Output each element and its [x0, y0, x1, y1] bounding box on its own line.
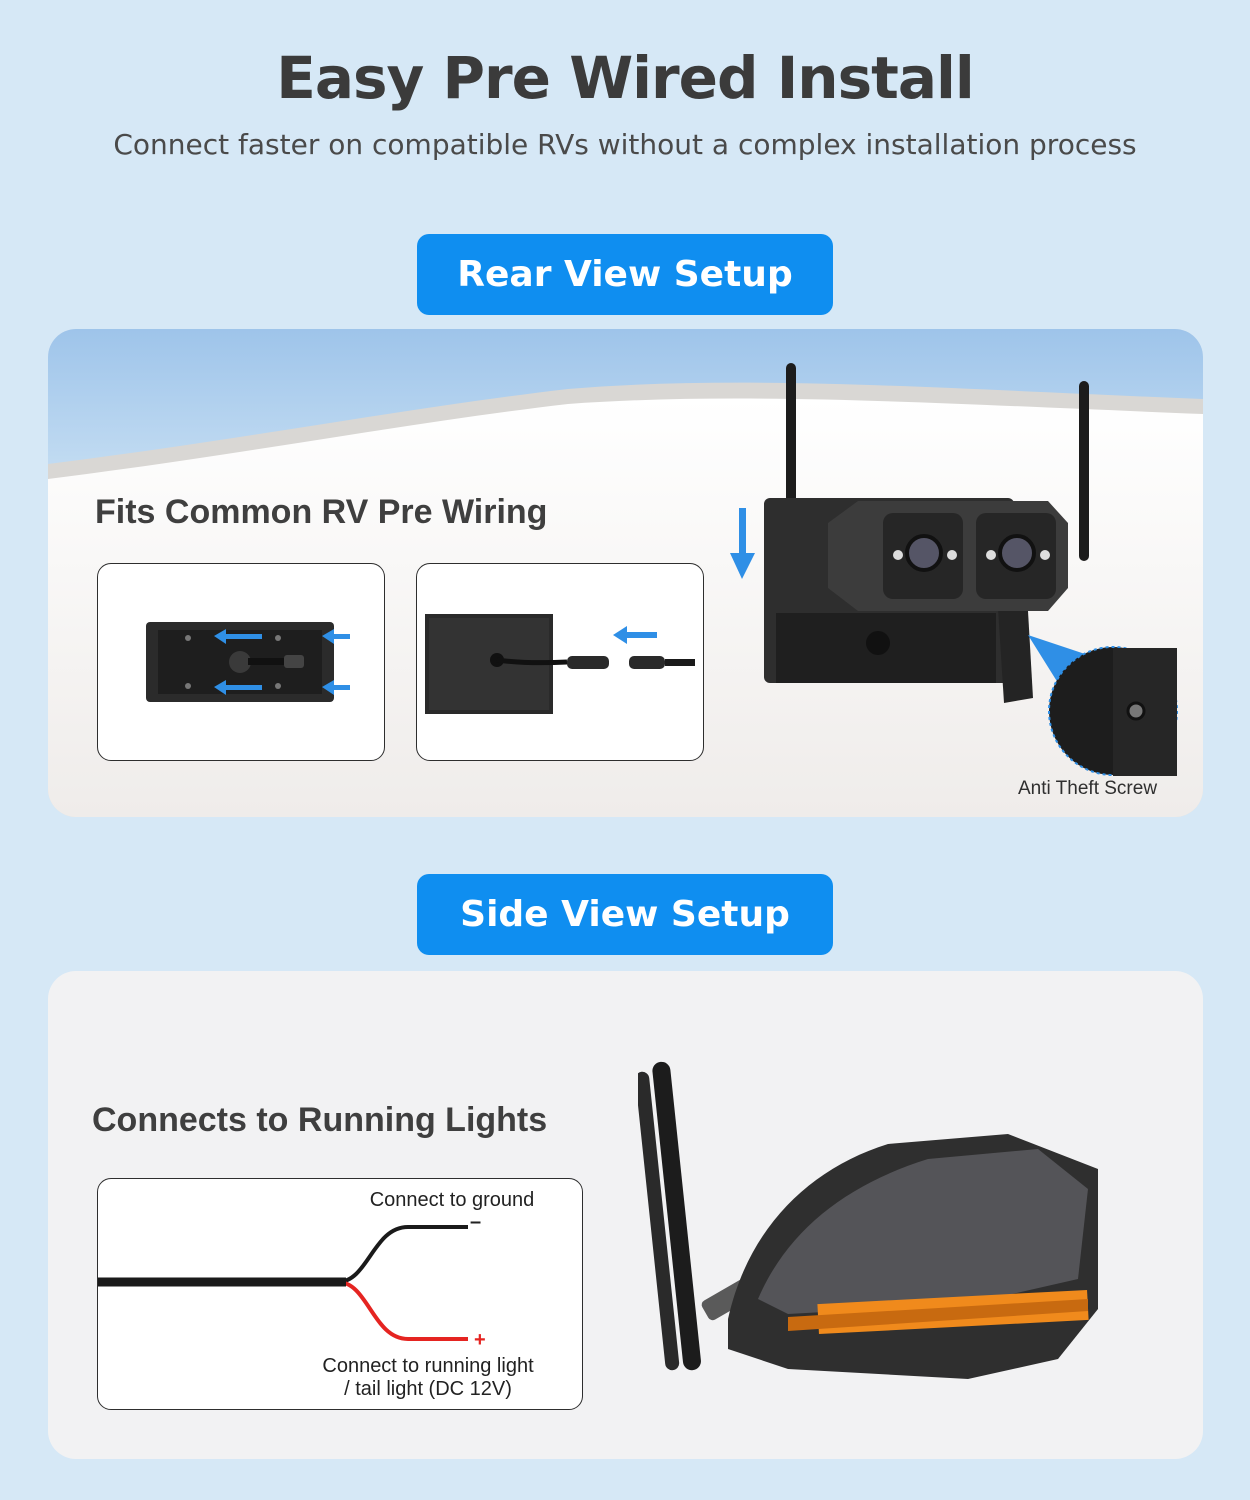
ground-label: Connect to ground	[369, 1189, 535, 1211]
bracket-cable-illustration	[425, 614, 695, 714]
positive-wire	[337, 1280, 468, 1341]
side-view-setup-button[interactable]: Side View Setup	[417, 874, 833, 955]
wiring-diagram-frame: Connect to ground – + Connect to running…	[97, 1178, 583, 1410]
ground-wire	[98, 1225, 468, 1284]
bracket-cable-frame	[416, 563, 704, 761]
running-light-label: Connect to running light	[322, 1355, 534, 1377]
tail-light-label: / tail light (DC 12V)	[344, 1378, 512, 1400]
side-camera-illustration	[638, 1061, 1098, 1379]
wiring-diagram	[98, 1225, 468, 1341]
down-arrow-icon	[730, 508, 755, 579]
left-arrow-icon	[613, 626, 657, 644]
page-title: Easy Pre Wired Install	[276, 44, 974, 112]
positive-plus-sign: +	[474, 1329, 486, 1351]
side-panel-heading: Connects to Running Lights	[92, 1101, 548, 1139]
rear-panel-heading: Fits Common RV Pre Wiring	[95, 493, 548, 531]
ground-minus-sign: –	[470, 1211, 482, 1233]
side-view-panel: Connects to Running Lights Connect to gr…	[48, 971, 1203, 1459]
rear-view-panel: Fits Common RV Pre Wiring	[48, 329, 1203, 817]
rear-camera-illustration	[730, 363, 1178, 776]
bracket-screws-frame	[97, 563, 385, 761]
mounting-bracket-illustration	[146, 622, 350, 702]
left-arrow-icon	[214, 629, 350, 695]
anti-theft-screw-caption: Anti Theft Screw	[1018, 778, 1158, 799]
rear-view-setup-button[interactable]: Rear View Setup	[417, 234, 833, 315]
page-subtitle: Connect faster on compatible RVs without…	[113, 128, 1137, 161]
